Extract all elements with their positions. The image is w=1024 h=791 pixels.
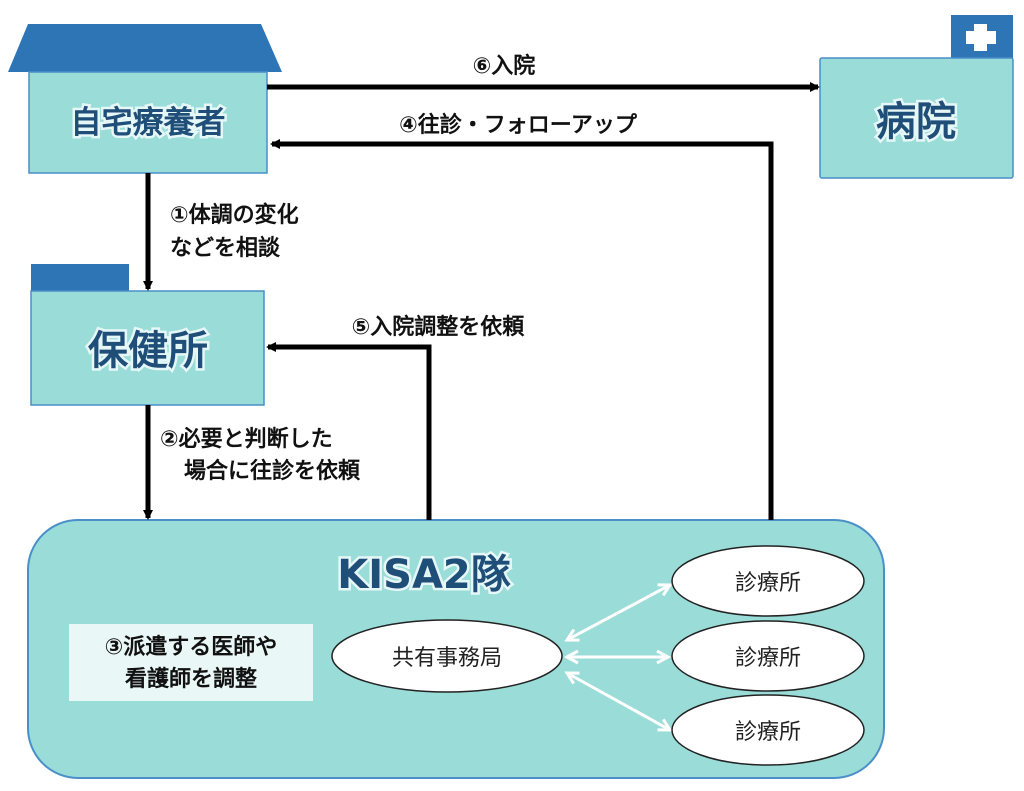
label-s3-line2: 看護師を調整 [125,666,257,692]
clinic-node: 診療所 [671,620,865,692]
clinic-node: 診療所 [671,694,865,766]
link-clinic-3 [567,673,670,730]
label-s6: ⑥入院 [473,53,536,79]
clinic-label: 診療所 [735,720,801,745]
home-label: 自宅療養者 [71,105,226,141]
team-title: KISA2隊 [337,552,510,598]
tab-decoration [31,264,129,291]
secretariat-label: 共有事務局 [392,646,502,671]
arrow-followup [270,139,774,520]
hospital-label: 病院 [876,99,956,145]
health-center-label: 保健所 [88,328,208,374]
network-links [567,585,670,730]
secretariat-node: 共有事務局 [331,619,563,693]
health-center-node: 保健所 [30,264,265,406]
label-s5: ⑤入院調整を依頼 [352,314,526,340]
label-s1-line1: ①体調の変化 [170,202,299,228]
clinic-label: 診療所 [735,571,801,596]
clinic-label: 診療所 [735,646,801,671]
label-s4: ④往診・フォローアップ [399,112,638,138]
label-s3-line1: ③派遣する医師や [105,634,278,660]
link-clinic-1 [567,585,670,640]
label-s2-line1: ②必要と判断した [160,426,333,452]
plus-icon [966,24,996,51]
label-s1-line2: などを相談 [170,235,281,261]
clinic-node: 診療所 [671,545,865,617]
flow-arrows [143,82,820,520]
label-s2-line2: 場合に往診を依頼 [184,458,361,484]
arrow-admission-request [266,342,432,520]
hospital-node: 病院 [819,15,1014,179]
roof-icon [8,24,282,72]
coordination-note: ③派遣する医師や 看護師を調整 [69,624,313,701]
home-node: 自宅療養者 [8,24,282,174]
